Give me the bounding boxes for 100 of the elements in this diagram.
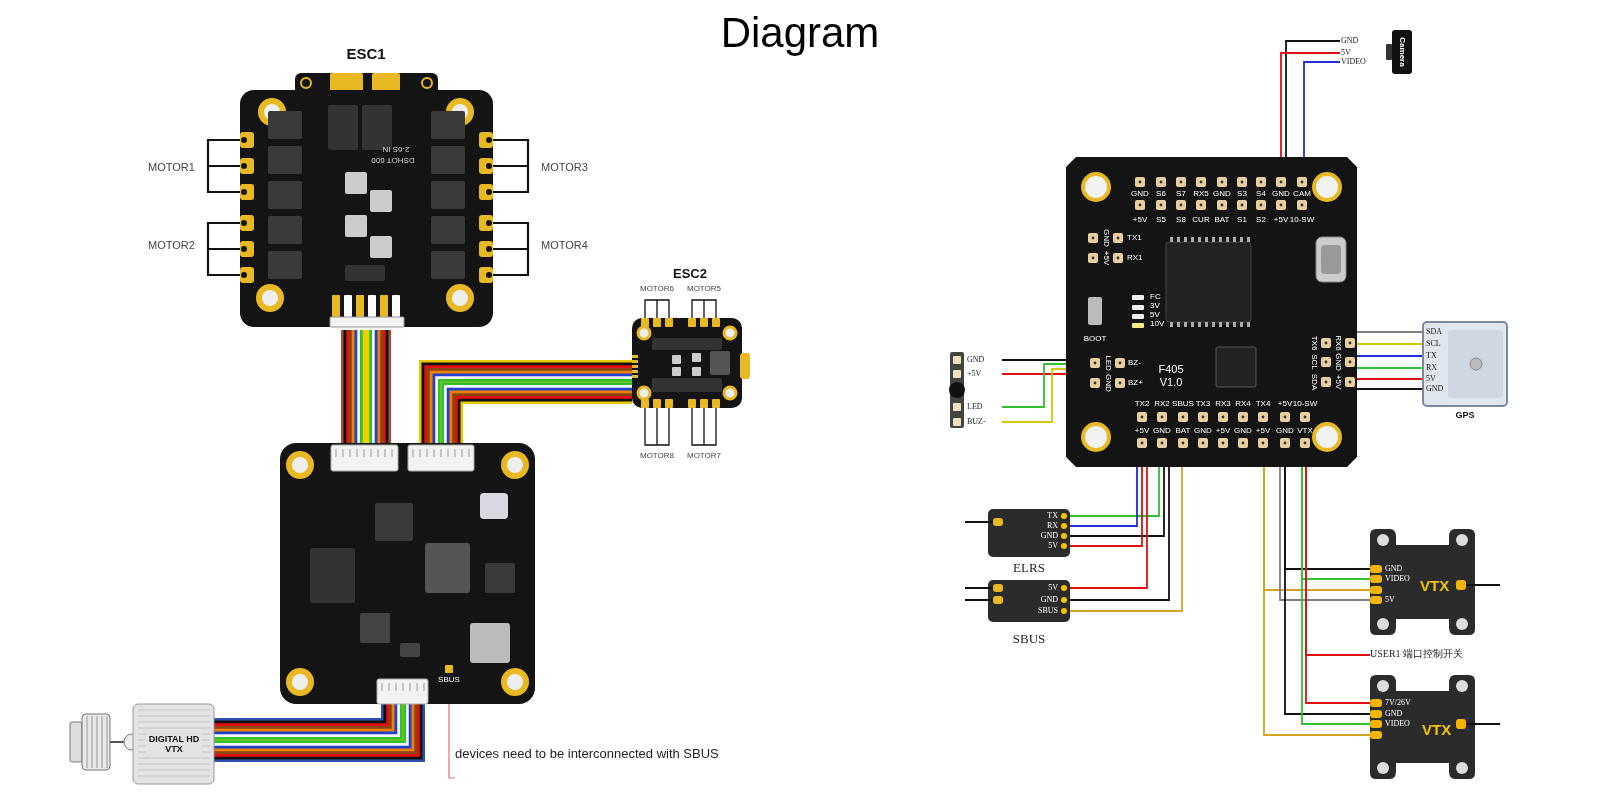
pad-label: GND [1334,353,1342,371]
pad-label: 10-SW [1289,216,1315,224]
pad-label: S5 [1156,216,1166,224]
pad-label: RX6 [1334,335,1342,351]
pad-label: S6 [1156,190,1166,198]
wire [1001,368,1067,423]
wire [1001,359,1067,361]
wire [1285,40,1341,158]
pin-label: GND [1040,532,1058,540]
pin-label: 5V [1048,584,1058,592]
wire [1356,355,1424,357]
pin-label: 5V [1385,596,1395,604]
pad-label: +5V [1102,250,1110,266]
pad-label: GND [1276,427,1294,435]
pin-label: RX [1046,522,1058,530]
pad-label: SBUS [1172,400,1194,408]
led-label: 10V [1150,320,1165,328]
pad-label: TX1 [1127,234,1142,242]
pad-label: 10-SW [1292,400,1318,408]
board-title: ESC2 [673,266,707,280]
pin-label: 5V [1426,375,1436,383]
pin-label: GND [1385,565,1403,573]
silkscreen-label: 2-6S IN [382,145,410,153]
pad-label: RX2 [1154,400,1170,408]
pad-label: BAT [1214,216,1230,224]
pad-label: GND [1194,427,1212,435]
device-label: VTX [1422,721,1452,737]
pad-label: GND [1104,374,1112,392]
pad-label: GND [1272,190,1290,198]
led-label: 3V [1150,302,1160,310]
pad-label: CAM [1293,190,1311,198]
pin-label: 5V [1048,542,1058,550]
pad-label: RX5 [1193,190,1209,198]
device-label: DIGITAL HD VTX [146,733,202,755]
pin-label: +5V [967,370,982,378]
pad-label: S1 [1237,216,1247,224]
pad-label: GND [1131,190,1149,198]
pad-label: +5V [1273,216,1289,224]
led-label: 5V [1150,311,1160,319]
pad-label: TX2 [1134,400,1150,408]
pin-label: BUZ- [967,418,986,426]
wire [1356,367,1424,369]
pin-label: VIDEO [1341,58,1366,66]
wire [1303,61,1341,158]
board-label: F405 V1.0 [1157,363,1185,389]
pad-label: S7 [1176,190,1186,198]
pad-label: BAT [1175,427,1191,435]
silkscreen-label: DSHOT 600 [371,156,415,164]
pad-label: BZ+ [1128,379,1143,387]
wire [1280,52,1341,158]
led-label: FC [1150,293,1161,301]
pin-label: LED [967,403,983,411]
motor-label: MOTOR7 [686,452,722,460]
pad-label: GND [1153,427,1171,435]
wire [1356,331,1424,333]
pin-label: 7V/26V [1385,699,1411,707]
motor-label: MOTOR5 [686,285,722,293]
pin-label: TX [1426,352,1437,360]
motor-label: MOTOR2 [148,239,195,251]
pin-label: 5V [1341,49,1351,57]
diagram-title: Diagram [720,12,880,54]
device-label: SBUS [1012,631,1046,645]
note: devices need to be interconnected with SBUS [455,746,800,782]
wire [1069,466,1170,601]
pad-label: GND [1213,190,1231,198]
pad-label: RX1 [1127,254,1143,262]
wire [1001,373,1067,375]
pad-label: LED [1104,355,1112,371]
wire [1356,388,1424,390]
pad-label: GND [1102,229,1110,247]
pin-label: VIDEO [1385,720,1410,728]
pin-label: TX [1047,512,1058,520]
pad-label: +5V [1255,427,1271,435]
pin-label: RX [1426,364,1438,372]
wire [1069,466,1148,589]
pin-label: GND [1426,385,1444,393]
pin-label: SCL [1426,340,1441,348]
pad-label: S2 [1256,216,1266,224]
pad-label: S4 [1256,190,1266,198]
pad-label: BZ- [1128,359,1141,367]
pad-label: GND [1234,427,1252,435]
pad-label: S8 [1176,216,1186,224]
pad-label: +5V [1334,374,1342,390]
device-label: VTX [1420,577,1450,593]
pad-label: TX4 [1255,400,1271,408]
device-label: ELRS [1013,560,1045,574]
wire [1069,466,1143,547]
board-title: ESC1 [346,45,386,61]
wire [1279,466,1371,601]
pad-label: +5V [1215,427,1231,435]
pad-label: SBUS [438,676,460,684]
pin-label: GND [1385,710,1403,718]
pad-label: SDA [1310,373,1318,391]
pin-label: VIDEO [1385,575,1410,583]
pin-label: SDA [1426,328,1442,336]
button-label: BOOT [1083,335,1107,343]
pad-label: TX3 [1195,400,1211,408]
leader-line [448,703,456,779]
wire [1356,378,1424,380]
motor-label: MOTOR6 [639,285,675,293]
